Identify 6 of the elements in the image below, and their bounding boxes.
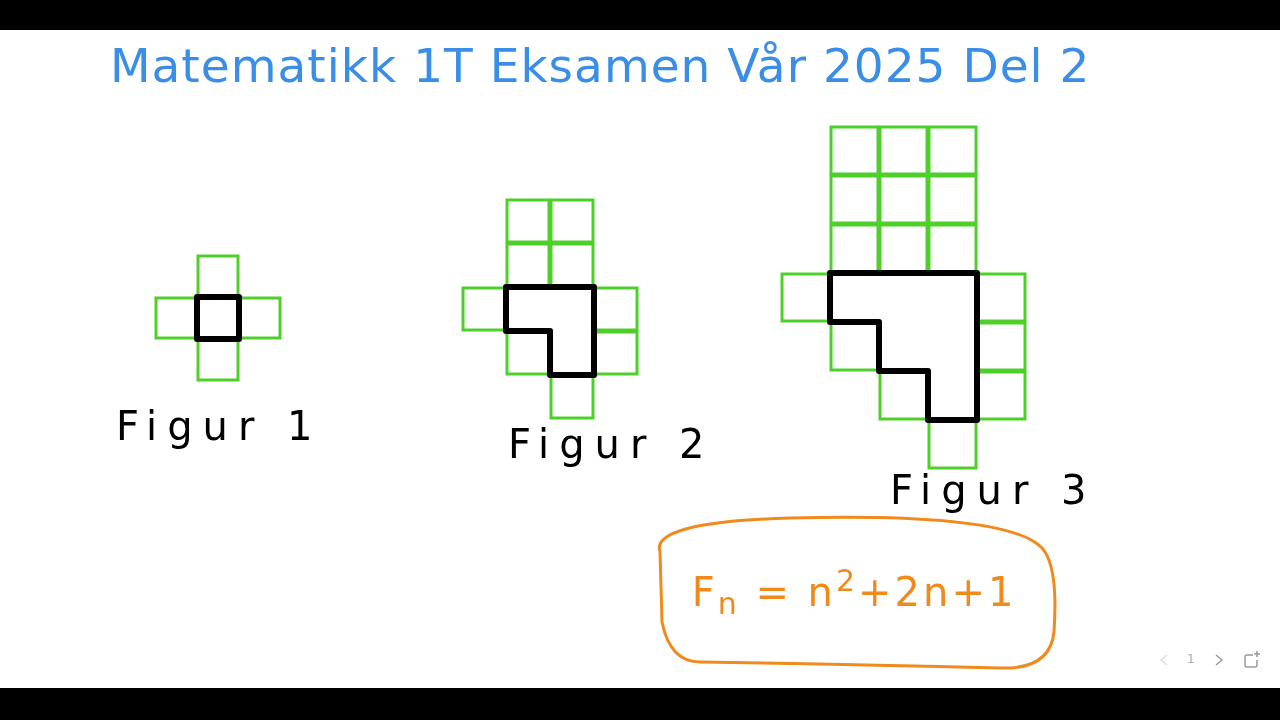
title: Matematikk 1T Eksamen Vår 2025 Del 2: [110, 37, 1091, 95]
formula: F$_{n}$ = n$^{2}$+2n+1: [690, 566, 1017, 618]
figure-caption: Figur 3: [890, 466, 1097, 515]
page-number: 1: [1187, 651, 1195, 667]
figure-caption: Figur 1: [116, 402, 323, 451]
figure-caption: Figur 2: [508, 420, 715, 469]
